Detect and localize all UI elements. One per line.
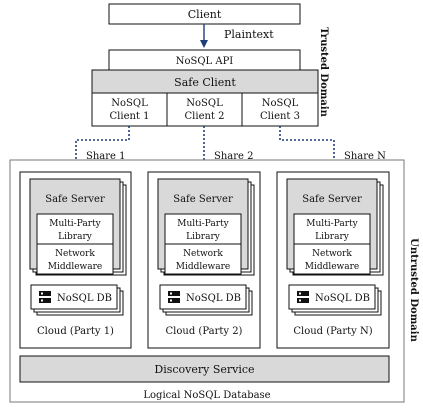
multi-party-library-line1: Multi-Party [306, 219, 358, 229]
multi-party-library-line2: Library [58, 232, 93, 242]
logical-nosql-database-label: Logical NoSQL Database [143, 390, 270, 401]
cloud-label: Cloud (Party N) [293, 326, 372, 337]
sub-client-1-line2: Client 1 [110, 111, 150, 122]
network-middleware-box [293, 243, 371, 275]
multi-party-library-line2: Library [186, 232, 221, 242]
network-middleware-line2: Middleware [48, 262, 103, 272]
sub-client-1-line1: NoSQL [111, 98, 148, 109]
multi-party-library-line1: Multi-Party [49, 219, 101, 229]
nosql-api-label: NoSQL API [176, 56, 234, 67]
safe-server-label: Safe Server [173, 194, 233, 205]
cloud-label: Cloud (Party 1) [37, 326, 114, 337]
multi-party-library-box [293, 213, 371, 245]
safe-client-label: Safe Client [174, 76, 236, 89]
multi-party-library-line1: Multi-Party [177, 219, 229, 229]
sub-client-3 [241, 92, 319, 127]
database-icon [297, 291, 309, 303]
nosql-db-box [288, 284, 376, 310]
nosql-db-label: NoSQL DB [57, 293, 112, 304]
network-middleware-box [164, 243, 242, 275]
network-middleware-line1: Network [55, 249, 95, 259]
client-label: Client [188, 8, 222, 21]
sub-client-2-line2: Client 2 [185, 111, 225, 122]
share-1-label: Share 1 [86, 151, 126, 162]
network-middleware-line2: Middleware [305, 262, 360, 272]
network-middleware-line1: Network [312, 249, 352, 259]
share-n-label: Share N [344, 151, 386, 162]
cloud-party-1: Safe Server Multi-Party Library Network … [19, 171, 132, 349]
multi-party-library-line2: Library [315, 232, 350, 242]
database-icon [168, 291, 180, 303]
cloud-party-n: Safe Server Multi-Party Library Network … [276, 171, 390, 349]
database-icon [39, 291, 51, 303]
cloud-party-2: Safe Server Multi-Party Library Network … [147, 171, 261, 349]
multi-party-library-box [164, 213, 242, 245]
safe-server-label: Safe Server [302, 194, 362, 205]
sub-client-3-line1: NoSQL [262, 98, 299, 109]
nosql-db-label: NoSQL DB [186, 293, 241, 304]
cloud-label: Cloud (Party 2) [166, 326, 243, 337]
share-1-arrow [72, 126, 130, 171]
discovery-service-box [19, 355, 390, 383]
sub-client-2-line1: NoSQL [186, 98, 223, 109]
share-2-label: Share 2 [214, 151, 254, 162]
sub-client-1 [91, 92, 168, 127]
multi-party-library-box [36, 213, 114, 245]
nosql-db-box [30, 284, 118, 310]
trusted-domain-label: Trusted Domain [318, 27, 329, 118]
plaintext-label: Plaintext [224, 28, 274, 41]
safe-server-label: Safe Server [45, 194, 105, 205]
discovery-service-label: Discovery Service [154, 363, 254, 376]
network-middleware-box [36, 243, 114, 275]
nosql-db-label: NoSQL DB [315, 293, 370, 304]
sub-client-3-line2: Client 3 [260, 111, 300, 122]
share-n-arrow [279, 126, 338, 171]
sub-client-2 [166, 92, 243, 127]
nosql-db-box [159, 284, 247, 310]
untrusted-domain-label: Untrusted Domain [408, 238, 419, 342]
network-middleware-line1: Network [183, 249, 223, 259]
network-middleware-line2: Middleware [176, 262, 231, 272]
